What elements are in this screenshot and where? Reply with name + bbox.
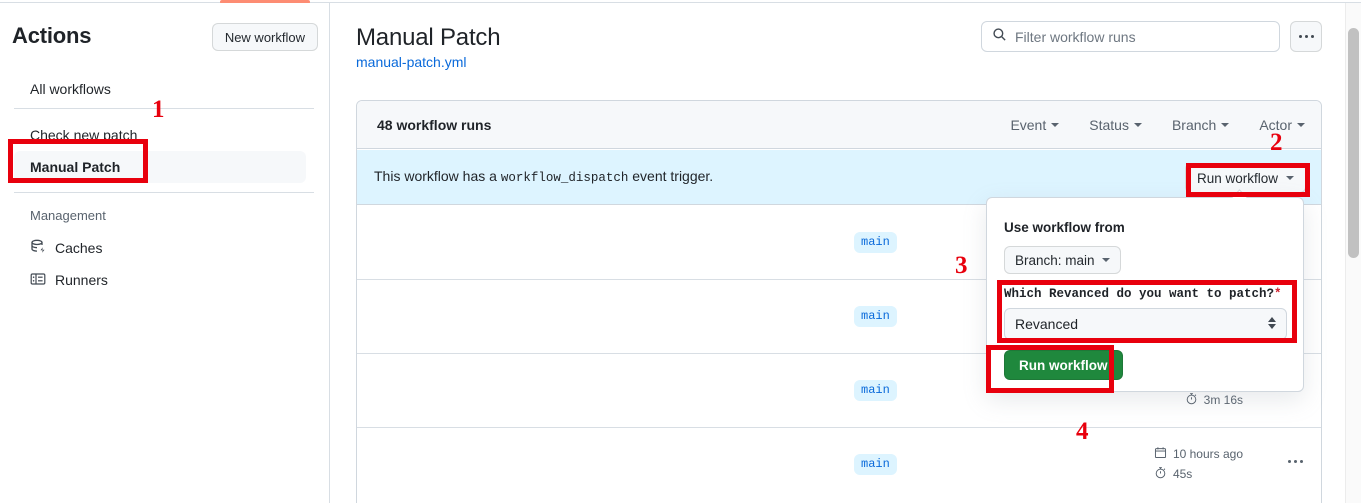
row-kebab-icon[interactable]: [1288, 460, 1303, 463]
chevron-down-icon: [1133, 122, 1142, 127]
run-timestamp: 10 hours ago: [1154, 446, 1243, 462]
workflow-file-link[interactable]: manual-patch.yml: [356, 54, 467, 70]
branch-badge[interactable]: main: [854, 306, 897, 327]
runs-panel-header: 48 workflow runs Event Status Branch: [357, 101, 1321, 149]
sidebar-item-label: Caches: [55, 240, 103, 256]
filter-event-label: Event: [1010, 116, 1047, 133]
search-placeholder: Filter workflow runs: [1015, 28, 1136, 45]
required-marker: *: [1274, 287, 1282, 301]
sidebar-header: Actions New workflow: [12, 21, 318, 55]
sidebar-item-runners[interactable]: Runners: [14, 265, 306, 295]
new-workflow-label: New workflow: [224, 29, 305, 45]
run-workflow-dropdown-panel: Use workflow from Branch: main Which Rev…: [986, 197, 1304, 392]
run-duration-text: 45s: [1172, 467, 1193, 481]
table-row[interactable]: main: [357, 280, 1321, 354]
active-tab-indicator: [220, 0, 310, 4]
stopwatch-icon: [1185, 392, 1198, 408]
top-divider: [0, 2, 1361, 3]
branch-selector-label: Branch: main: [1015, 252, 1095, 268]
calendar-icon: [1154, 446, 1167, 462]
sidebar-divider-1: [14, 108, 314, 109]
run-duration-text: 3m 16s: [1203, 393, 1243, 407]
run-duration: 3m 16s: [1185, 392, 1243, 408]
branch-badge[interactable]: main: [854, 380, 897, 401]
page-title: Manual Patch: [356, 24, 501, 51]
new-workflow-button[interactable]: New workflow: [211, 23, 318, 51]
dot: [1304, 35, 1308, 38]
filter-branch-label: Branch: [1171, 116, 1217, 133]
search-icon: [992, 27, 1007, 47]
sidebar-item-label: Runners: [55, 272, 108, 288]
run-duration: 45s: [1154, 466, 1243, 482]
chevron-down-icon: [1221, 122, 1230, 127]
workflow-input-label: Which Revanced do you want to patch?*: [1004, 287, 1282, 301]
sidebar-group-management: Management: [30, 208, 106, 223]
runners-icon: [30, 271, 46, 290]
chevron-down-icon: [1268, 324, 1276, 329]
run-workflow-submit-label: Run workflow: [1019, 357, 1108, 373]
page-scrollbar[interactable]: [1345, 3, 1361, 503]
table-row[interactable]: main 3m 16s: [357, 354, 1321, 428]
select-stepper-icon: [1268, 317, 1276, 329]
actions-sidebar: Actions New workflow All workflows Check…: [0, 3, 330, 503]
filter-actor-label: Actor: [1259, 116, 1292, 133]
workflow-input-label-text: Which Revanced do you want to patch?: [1004, 287, 1275, 301]
sidebar-item-label: Manual Patch: [30, 159, 121, 175]
dot: [1294, 460, 1297, 463]
filter-branch[interactable]: Branch: [1171, 116, 1230, 133]
filter-actor[interactable]: Actor: [1259, 117, 1305, 133]
filter-status[interactable]: Status: [1089, 117, 1142, 133]
dot: [1310, 35, 1314, 38]
dropdown-arrow: [1231, 189, 1247, 198]
run-workflow-submit-button[interactable]: Run workflow: [1004, 350, 1123, 380]
revanced-select[interactable]: Revanced: [1004, 308, 1287, 340]
sidebar-item-manual-patch[interactable]: Manual Patch: [8, 151, 306, 183]
dispatch-banner-text: This workflow has a workflow_dispatch ev…: [374, 168, 713, 185]
branch-selector-button[interactable]: Branch: main: [1004, 246, 1121, 274]
chevron-down-icon: [1051, 122, 1060, 127]
revanced-select-value: Revanced: [1015, 316, 1079, 332]
table-row[interactable]: main: [357, 206, 1321, 280]
dot: [1300, 460, 1303, 463]
filter-status-label: Status: [1089, 116, 1129, 133]
run-workflow-dropdown-label: Run workflow: [1196, 170, 1278, 186]
workflow-runs-count: 48 workflow runs: [377, 116, 492, 133]
dispatch-text-before: This workflow has a: [374, 168, 497, 184]
chevron-down-icon: [1101, 258, 1110, 262]
run-meta: 3m 16s: [1185, 392, 1243, 408]
sidebar-item-label: Check new patch: [30, 127, 138, 143]
branch-badge[interactable]: main: [854, 454, 897, 475]
sidebar-item-check-new-patch[interactable]: Check new patch: [14, 119, 306, 151]
sidebar-item-caches[interactable]: Caches: [14, 233, 306, 263]
dispatch-text-after: event trigger.: [632, 168, 714, 184]
chevron-up-icon: [1268, 317, 1276, 322]
scrollbar-thumb[interactable]: [1348, 28, 1359, 258]
sidebar-item-label: All workflows: [30, 81, 111, 97]
dot: [1288, 460, 1291, 463]
dispatch-event-code: workflow_dispatch: [500, 171, 629, 185]
dot: [1298, 35, 1302, 38]
table-row[interactable]: main 10 hours ago: [357, 428, 1321, 502]
stopwatch-icon: [1154, 466, 1167, 482]
run-meta: 10 hours ago 45s: [1154, 446, 1243, 482]
workflow-dispatch-banner: This workflow has a workflow_dispatch ev…: [357, 150, 1321, 205]
filter-event[interactable]: Event: [1010, 116, 1060, 133]
cache-icon: [30, 239, 46, 258]
run-timestamp-text: 10 hours ago: [1172, 447, 1243, 461]
sidebar-title: Actions: [12, 23, 92, 48]
sidebar-item-all-workflows[interactable]: All workflows: [14, 73, 306, 105]
search-input[interactable]: Filter workflow runs: [981, 21, 1280, 52]
chevron-down-icon: [1286, 176, 1294, 180]
kebab-horizontal-icon[interactable]: [1290, 21, 1322, 52]
sidebar-divider-2: [14, 192, 314, 193]
runs-filter-group: Event Status Branch Actor: [1010, 117, 1305, 133]
use-workflow-from-label: Use workflow from: [1004, 220, 1125, 235]
chevron-down-icon: [1297, 122, 1305, 127]
branch-badge[interactable]: main: [854, 232, 897, 253]
